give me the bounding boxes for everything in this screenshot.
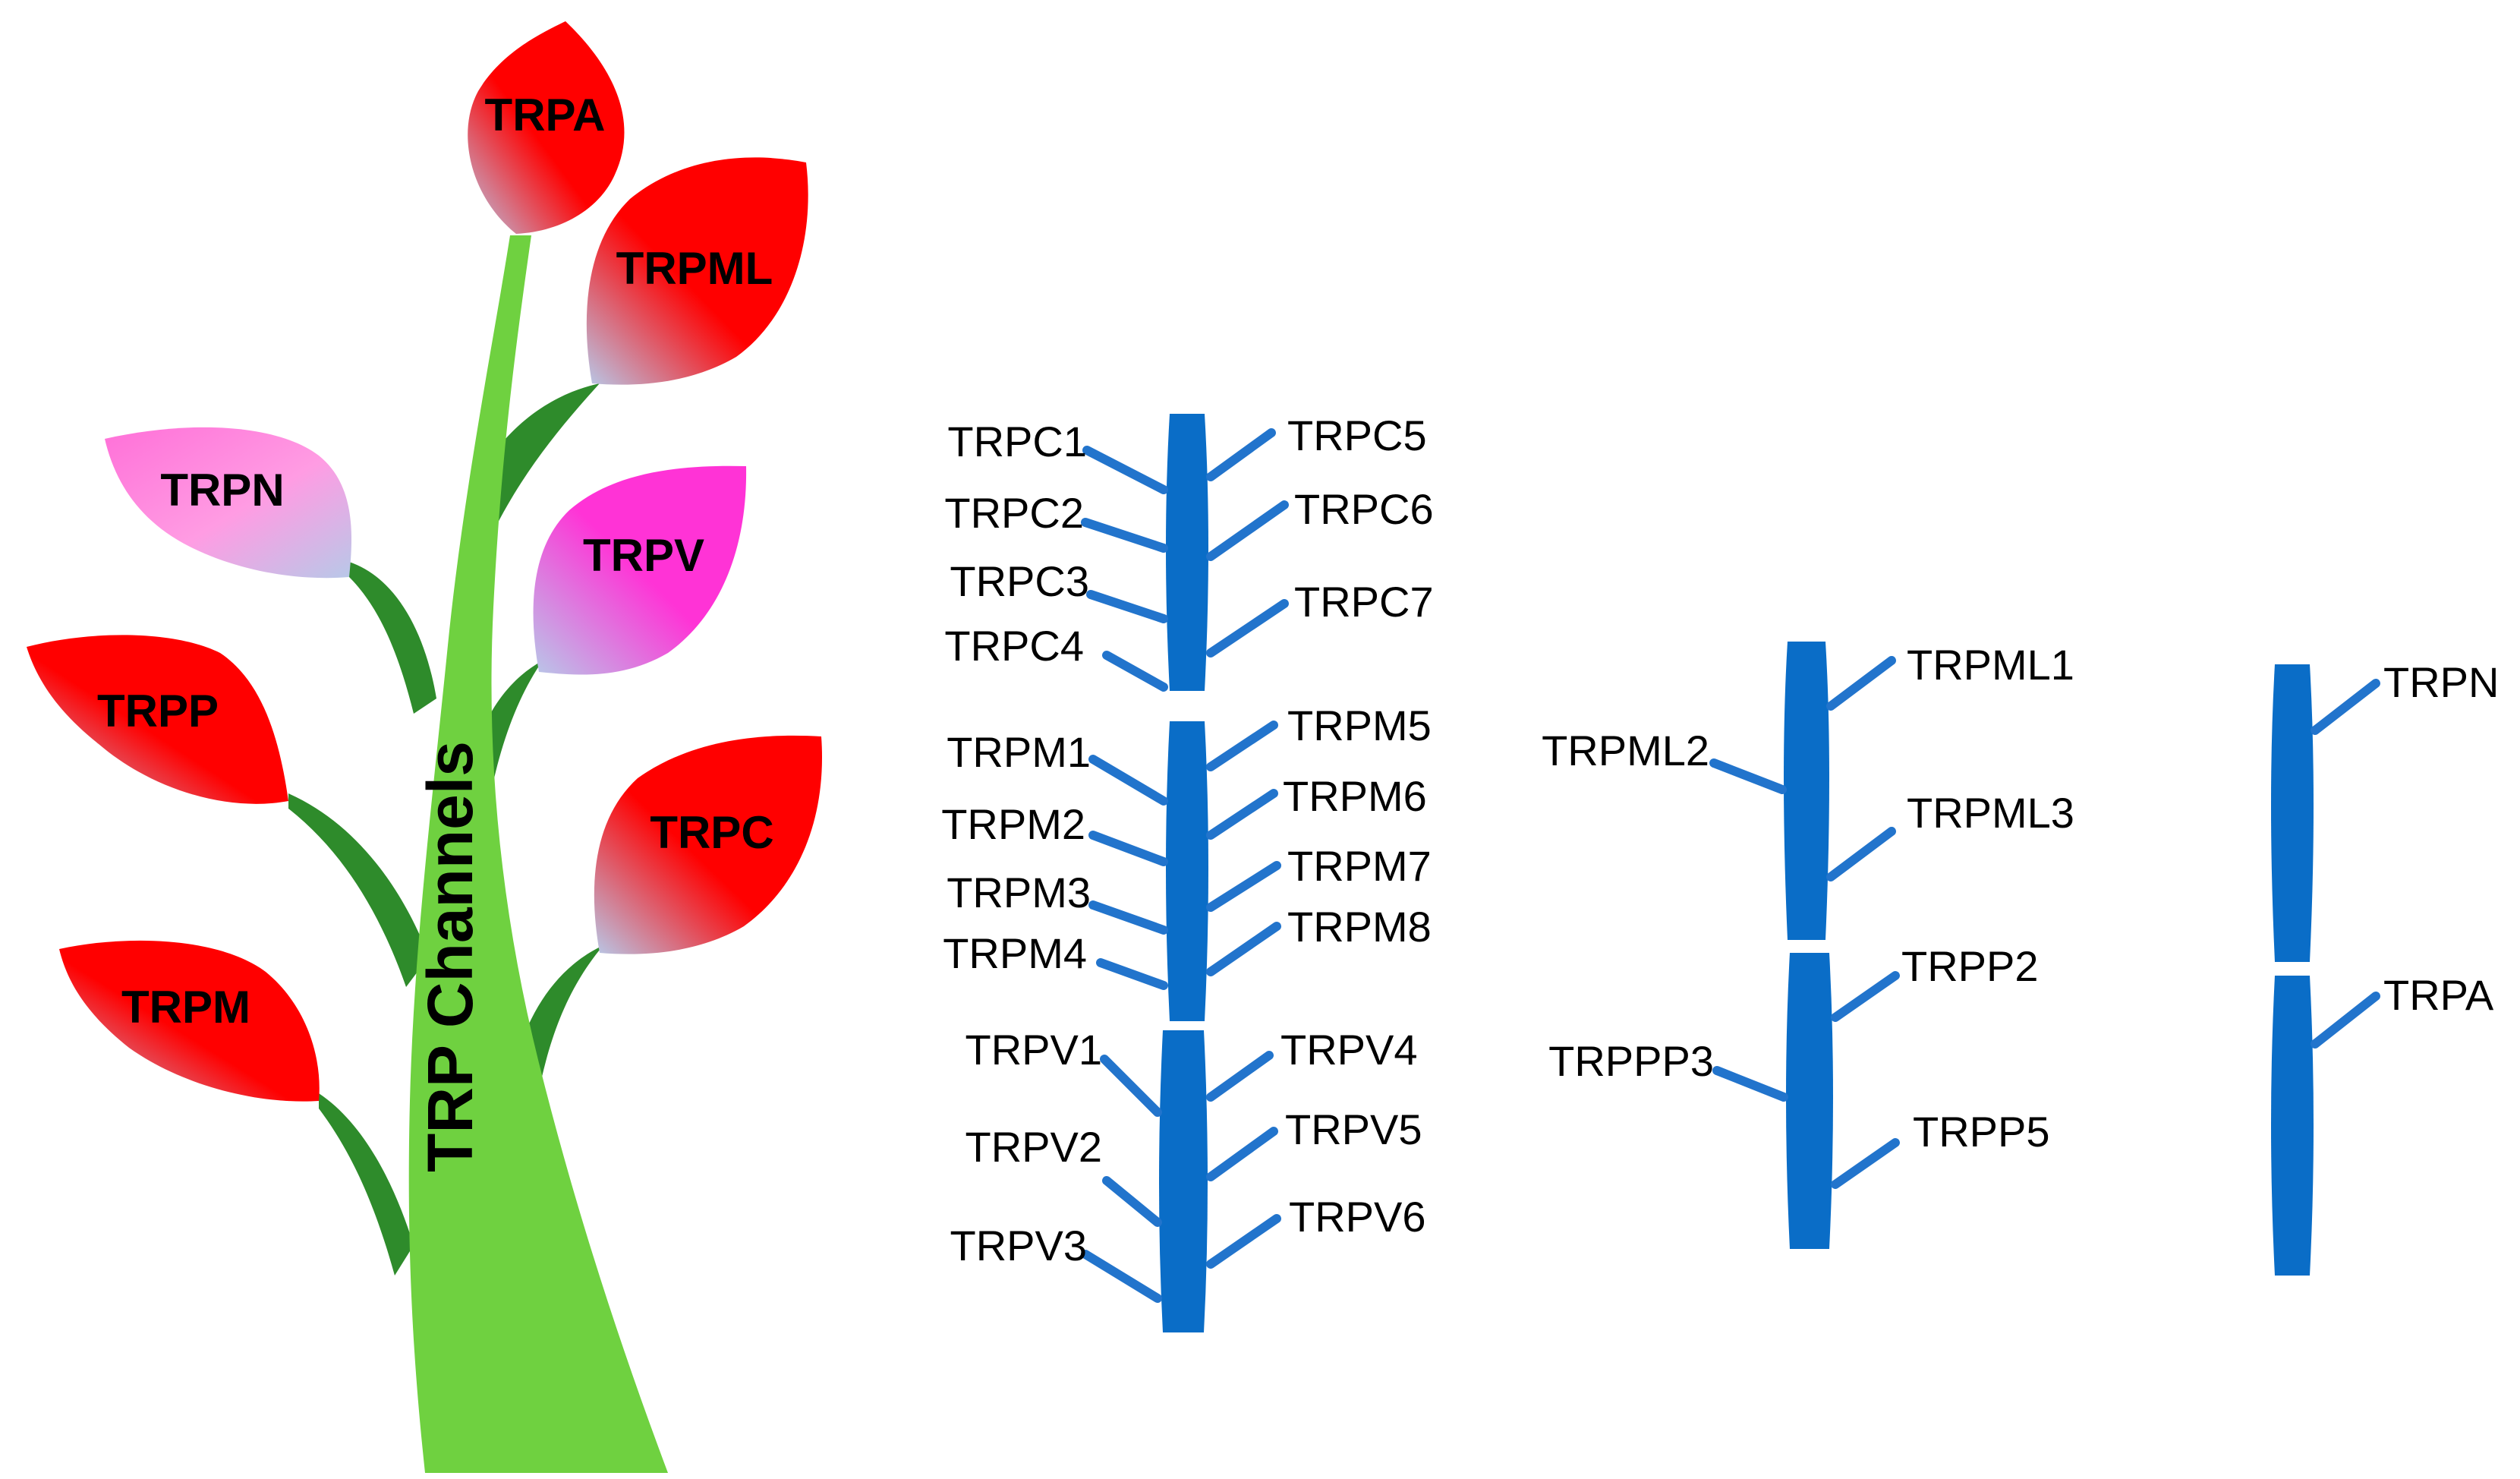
petal-label-trpp: TRPP bbox=[97, 686, 219, 736]
connector-trpn bbox=[2311, 679, 2380, 735]
bar-trpa bbox=[2271, 976, 2314, 1276]
petal-label-trpn: TRPN bbox=[160, 465, 284, 516]
petal-trpp bbox=[27, 635, 288, 804]
connector-trpa bbox=[2311, 992, 2380, 1049]
connector-trpm4 bbox=[1096, 958, 1168, 990]
connector-trpv4 bbox=[1206, 1051, 1274, 1102]
connector-trpm5 bbox=[1206, 721, 1278, 771]
leaf-trpn bbox=[349, 562, 436, 714]
stem bbox=[408, 235, 668, 1473]
label-trpml2: TRPML2 bbox=[1542, 727, 1709, 774]
connector-trpm2 bbox=[1088, 831, 1168, 866]
leaf-trpm bbox=[319, 1093, 414, 1276]
label-trpm5: TRPM5 bbox=[1287, 702, 1432, 749]
trp-tree: TRPA TRPML TRPN TRPV TRPP TRPC TRPM TRP … bbox=[27, 21, 823, 1473]
bar-trpv bbox=[1159, 1030, 1208, 1332]
label-trpc2: TRPC2 bbox=[944, 489, 1084, 537]
connector-trpm7 bbox=[1206, 861, 1281, 912]
connector-trpc2 bbox=[1081, 518, 1168, 553]
connector-trpc3 bbox=[1086, 590, 1168, 623]
connector-trpc1 bbox=[1082, 446, 1168, 494]
leaf-trpml bbox=[471, 383, 600, 531]
leaf-trpp bbox=[288, 793, 429, 987]
label-trpc3: TRPC3 bbox=[950, 557, 1089, 605]
label-trpa: TRPA bbox=[2383, 971, 2494, 1019]
connector-trpv1 bbox=[1100, 1055, 1162, 1117]
label-trpm1: TRPM1 bbox=[947, 728, 1091, 776]
connector-trpp2 bbox=[1831, 971, 1900, 1022]
label-trppp3: TRPPP3 bbox=[1548, 1037, 1714, 1085]
connector-trpm6 bbox=[1206, 789, 1278, 840]
bar-trpp bbox=[1786, 953, 1833, 1249]
petal-label-trpv: TRPV bbox=[583, 530, 704, 581]
connector-trpc4 bbox=[1102, 651, 1168, 692]
petal-trpa bbox=[468, 21, 625, 234]
petal-trpn bbox=[105, 427, 352, 579]
connector-trpml1 bbox=[1826, 656, 1896, 711]
connector-trpc7 bbox=[1206, 599, 1289, 658]
petal-label-trpa: TRPA bbox=[485, 90, 606, 140]
label-trpm3: TRPM3 bbox=[947, 869, 1091, 916]
label-trpml1: TRPML1 bbox=[1907, 641, 2074, 689]
gene-labels: TRPC1 TRPC2 TRPC3 TRPC4 TRPC5 TRPC6 TRPC… bbox=[941, 412, 2499, 1269]
label-trpp5: TRPP5 bbox=[1913, 1108, 2050, 1156]
label-trpc7: TRPC7 bbox=[1294, 578, 1434, 626]
stem-title: TRP Channels bbox=[414, 741, 486, 1172]
petal-trpml bbox=[586, 157, 808, 385]
label-trpv4: TRPV4 bbox=[1280, 1026, 1418, 1074]
connector-trpv2 bbox=[1102, 1176, 1162, 1227]
connector-trpc6 bbox=[1206, 500, 1289, 561]
bar-trpn bbox=[2271, 664, 2314, 962]
petal-trpc bbox=[594, 735, 823, 954]
bar-trpm bbox=[1166, 721, 1208, 1021]
label-trpc4: TRPC4 bbox=[944, 622, 1084, 670]
label-trpm7: TRPM7 bbox=[1287, 842, 1432, 890]
petal-label-trpml: TRPML bbox=[616, 243, 773, 294]
connectors bbox=[1081, 428, 2380, 1303]
label-trpv2: TRPV2 bbox=[965, 1123, 1103, 1171]
connector-trpml2 bbox=[1709, 758, 1787, 794]
label-trpn: TRPN bbox=[2383, 658, 2499, 706]
subfamily-bars bbox=[1159, 414, 2314, 1332]
petal-label-trpc: TRPC bbox=[650, 807, 773, 858]
label-trpm4: TRPM4 bbox=[943, 929, 1087, 977]
bar-trpml bbox=[1784, 642, 1829, 940]
bar-trpc bbox=[1166, 414, 1208, 691]
label-trpm8: TRPM8 bbox=[1287, 903, 1432, 951]
label-trpv5: TRPV5 bbox=[1285, 1105, 1422, 1153]
label-trpc1: TRPC1 bbox=[947, 418, 1087, 465]
petal-trpm bbox=[59, 940, 320, 1102]
label-trpp2: TRPP2 bbox=[1901, 942, 2039, 990]
connector-trpv6 bbox=[1206, 1214, 1281, 1269]
label-trpc5: TRPC5 bbox=[1287, 412, 1427, 459]
connector-trpm8 bbox=[1206, 922, 1281, 976]
connector-trpm3 bbox=[1088, 900, 1168, 935]
label-trpm2: TRPM2 bbox=[941, 800, 1085, 848]
connector-trpml3 bbox=[1826, 827, 1896, 881]
label-trpc6: TRPC6 bbox=[1294, 485, 1434, 533]
label-trpv1: TRPV1 bbox=[965, 1026, 1103, 1074]
connector-trpv5 bbox=[1206, 1127, 1278, 1181]
label-trpv6: TRPV6 bbox=[1289, 1193, 1426, 1241]
connector-trpm1 bbox=[1088, 755, 1168, 806]
connector-trpp5 bbox=[1831, 1138, 1900, 1189]
label-trpv3: TRPV3 bbox=[950, 1222, 1088, 1269]
connector-trpv3 bbox=[1081, 1250, 1162, 1303]
connector-trppp3 bbox=[1712, 1066, 1788, 1102]
label-trpml3: TRPML3 bbox=[1907, 789, 2074, 837]
connector-trpc5 bbox=[1206, 428, 1276, 481]
petal-label-trpm: TRPM bbox=[121, 982, 250, 1033]
petal-trpv bbox=[533, 465, 747, 675]
label-trpm6: TRPM6 bbox=[1283, 772, 1427, 820]
